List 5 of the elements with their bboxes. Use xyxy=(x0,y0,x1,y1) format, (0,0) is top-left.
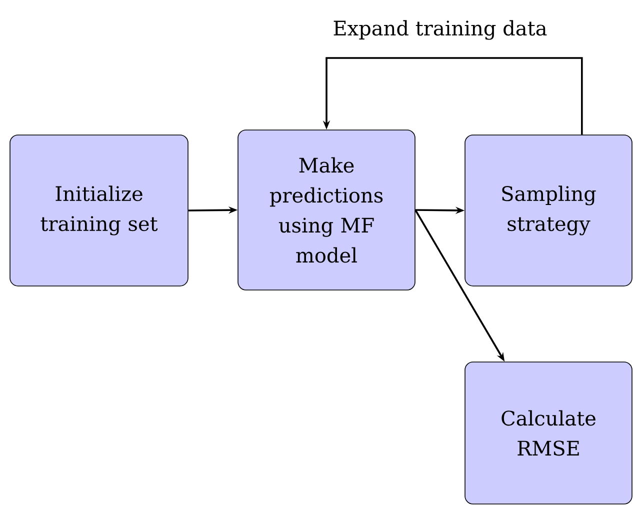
process-box: Calculate RMSE xyxy=(464,362,632,504)
process-box: Make predictions using MF model xyxy=(238,130,416,290)
edge-label: Expand training data xyxy=(330,18,550,42)
process-box: Sampling strategy xyxy=(464,134,632,286)
process-box: Initialize training set xyxy=(10,134,188,286)
